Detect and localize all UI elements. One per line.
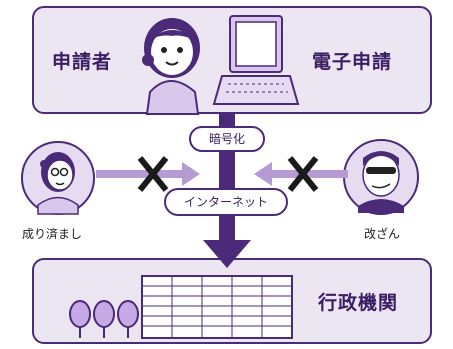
right-attack-arrow: [254, 162, 348, 186]
government-label: 行政機関: [318, 292, 399, 314]
central-arrow-head: [203, 240, 251, 268]
impersonator-icon: [21, 141, 95, 215]
tampering-label: 改ざん: [364, 227, 401, 241]
left-block-x-icon: [137, 156, 169, 192]
internet-badge: インターネット: [164, 188, 288, 216]
encryption-badge: 暗号化: [189, 126, 265, 152]
tamperer-icon: [343, 139, 419, 215]
impersonation-label: 成り済まし: [22, 227, 83, 241]
right-block-x-icon: [287, 156, 319, 192]
left-attack-arrow: [96, 162, 200, 186]
e-application-label: 電子申請: [312, 51, 393, 73]
trees-icon: [69, 300, 139, 338]
applicant-icon: [142, 18, 200, 115]
laptop-icon: [212, 15, 300, 105]
government-building-icon: [141, 275, 293, 339]
applicant-label: 申請者: [52, 51, 113, 73]
